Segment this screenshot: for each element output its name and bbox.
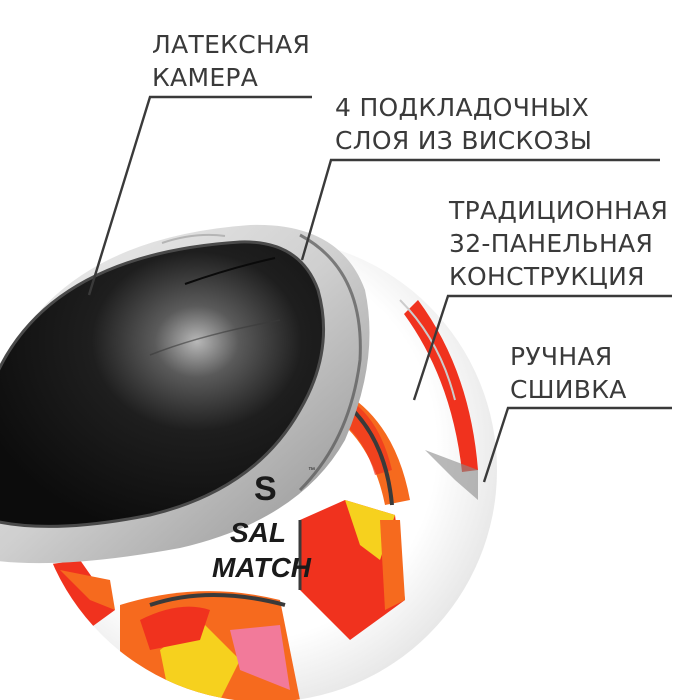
callout-text: ЛАТЕКСНАЯ bbox=[152, 30, 311, 59]
callout-hand-stitching: РУЧНАЯ СШИВКА bbox=[510, 340, 627, 406]
brand-text-line2: MATCH bbox=[212, 552, 312, 583]
callout-latex-bladder: ЛАТЕКСНАЯ КАМЕРА bbox=[152, 28, 310, 94]
brand-text-line1: SAL bbox=[230, 517, 286, 548]
callout-viscose-layers: 4 ПОДКЛАДОЧНЫХ СЛОЯ ИЗ ВИСКОЗЫ bbox=[335, 91, 592, 157]
callout-text: СШИВКА bbox=[510, 375, 627, 404]
callout-text: ТРАДИЦИОННАЯ bbox=[449, 196, 669, 225]
callout-text: СЛОЯ ИЗ ВИСКОЗЫ bbox=[335, 126, 593, 155]
trademark-symbol: ™ bbox=[308, 467, 315, 474]
callout-text: 4 ПОДКЛАДОЧНЫХ bbox=[335, 93, 590, 122]
callout-panel-construction: ТРАДИЦИОННАЯ 32-ПАНЕЛЬНАЯ КОНСТРУКЦИЯ bbox=[449, 194, 668, 293]
callout-text: 32-ПАНЕЛЬНАЯ bbox=[449, 229, 654, 258]
callout-text: КАМЕРА bbox=[152, 63, 259, 92]
brand-logo-partial: S bbox=[254, 470, 277, 508]
callout-text: КОНСТРУКЦИЯ bbox=[449, 262, 645, 291]
callout-text: РУЧНАЯ bbox=[510, 342, 613, 371]
